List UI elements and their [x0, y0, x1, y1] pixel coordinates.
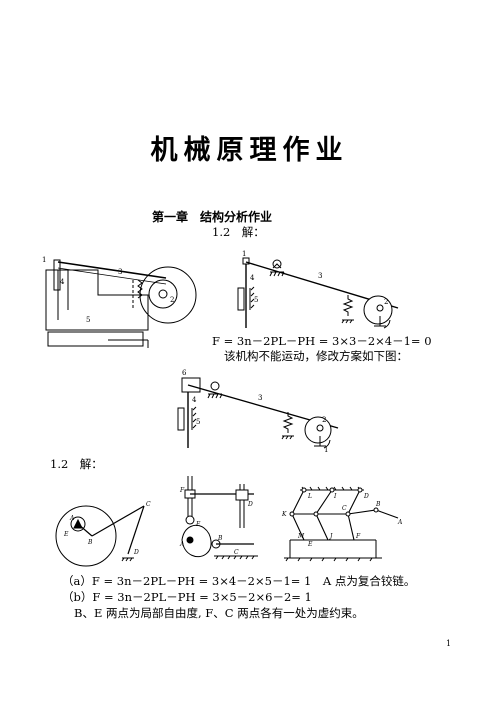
fig3-modified-mechanism: 6 1 2 3 4 5: [177, 369, 339, 454]
fig-c-label-C: C: [342, 505, 347, 512]
fig-b-label-B: B: [217, 535, 223, 542]
fig1-label-3: 3: [118, 268, 122, 276]
fig-b-cam-mechanism: A B C D E F: [179, 476, 258, 560]
fig2-mechanism-schematic: 1 2 3 4 5: [237, 250, 399, 329]
chapter-heading: 第一章 结构分析作业: [152, 210, 273, 224]
fig-c-label-J: J: [328, 533, 333, 540]
fig-a-label-D: D: [133, 549, 139, 556]
fig-c-label-M: M: [297, 533, 305, 540]
fig3-label-3: 3: [258, 394, 262, 402]
fig-c-label-L: L: [307, 493, 312, 500]
fig3-label-6: 6: [182, 369, 187, 377]
conclusion-1: 该机构不能运动，修改方案如下图：: [224, 349, 408, 363]
fig3-label-1: 1: [324, 446, 328, 454]
fig-c-label-B: B: [375, 501, 381, 508]
fig1-label-4: 4: [60, 278, 65, 286]
fig-b-label-E: E: [195, 521, 201, 528]
fig2-label-1: 1: [242, 250, 246, 258]
problem-2-label: 1.2 解：: [50, 457, 103, 471]
fig-a-label-C: C: [146, 501, 151, 508]
fig2-label-5: 5: [254, 296, 258, 304]
fig-c-label-K: K: [281, 511, 287, 518]
fig2-label-4: 4: [250, 274, 255, 282]
fig-b-label-A: A: [179, 541, 185, 548]
answer-a: （a）F = 3n－2PL－PH = 3×4－2×5－1= 1 A 点为复合铰链…: [62, 574, 416, 588]
fig1-label-2: 2: [170, 296, 174, 304]
fig-a-label-B: B: [87, 539, 93, 546]
page-number: 1: [446, 639, 452, 648]
formula-1: F = 3n－2PL－PH = 3×3－2×4－1= 0: [212, 334, 432, 348]
fig-c-label-F: F: [355, 533, 361, 540]
fig3-label-2: 2: [322, 416, 326, 424]
fig-c-label-D: D: [363, 493, 369, 500]
fig-b-label-F: F: [179, 487, 185, 494]
fig3-label-5: 5: [196, 418, 200, 426]
fig1-press-drawing: 1 2 3 4 5: [42, 256, 197, 348]
fig1-label-5: 5: [86, 316, 90, 324]
document-title: 机械原理作业: [150, 135, 349, 166]
answer-b: （b）F = 3n－2PL－PH = 3×5－2×6－2= 1: [62, 590, 312, 604]
fig-c-label-I: I: [333, 493, 337, 500]
fig1-label-1: 1: [42, 256, 46, 264]
fig2-label-3: 3: [318, 272, 322, 280]
fig3-label-4: 4: [192, 396, 197, 404]
fig-c-label-A: A: [397, 519, 403, 526]
answer-note: B、E 两点为局部自由度, F、C 两点各有一处为虚约束。: [74, 606, 364, 620]
fig-a-label-A: A: [69, 515, 75, 522]
problem-1-label: 1.2 解：: [212, 225, 265, 239]
fig-c-linkage: A B C D E F I J K L M: [281, 486, 403, 562]
fig-b-label-C: C: [234, 549, 239, 556]
fig-a-linkage: A B C D E: [55, 501, 151, 567]
fig-b-label-D: D: [247, 501, 253, 508]
fig-a-label-E: E: [63, 531, 69, 538]
fig-c-label-E: E: [307, 541, 313, 548]
fig2-label-2: 2: [384, 298, 388, 306]
